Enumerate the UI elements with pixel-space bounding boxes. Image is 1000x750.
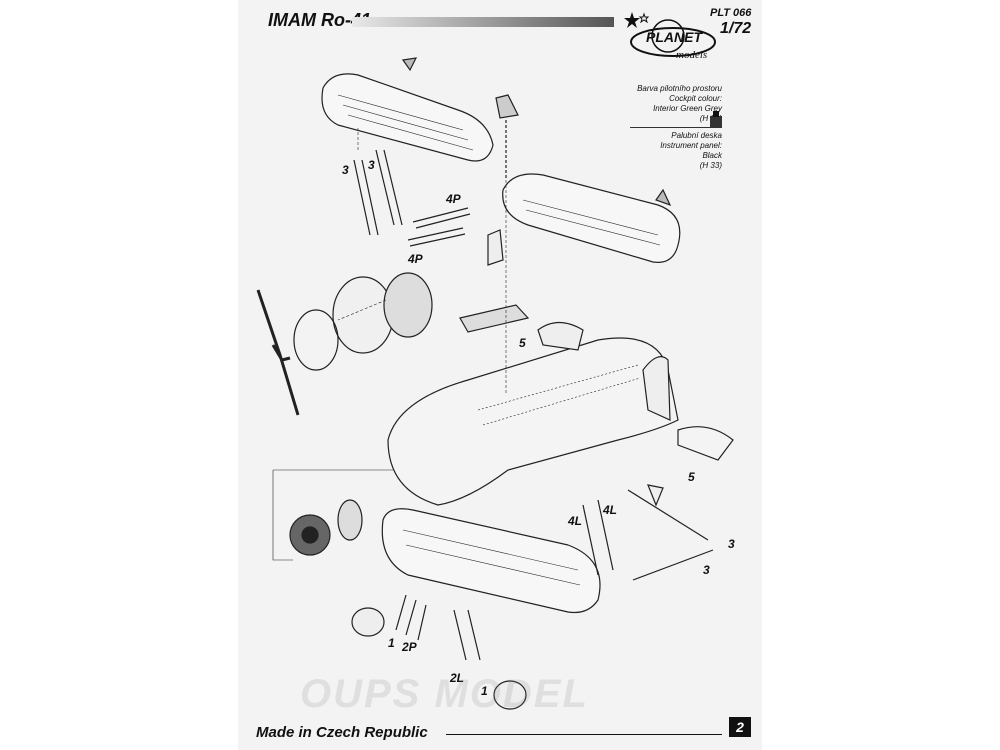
wheel-left <box>351 607 385 637</box>
part-label-3a: 3 <box>342 163 349 177</box>
part-label-3b: 3 <box>368 158 375 172</box>
notes-divider <box>630 127 722 128</box>
propeller <box>256 289 300 416</box>
note-cockpit-cz: Barva pilotního prostoru <box>637 84 722 93</box>
part-label-3c: 3 <box>728 537 735 551</box>
part-label-1b: 1 <box>481 684 488 698</box>
left-tailplane <box>537 321 584 351</box>
strut-4p-b <box>407 227 466 247</box>
lower-wing <box>381 508 601 614</box>
svg-text:PLANET: PLANET <box>646 29 703 45</box>
guide-line-2 <box>272 469 393 561</box>
assembly-drawing <box>256 57 734 710</box>
part-label-4l-a: 4L <box>568 514 583 528</box>
note-cockpit-colour: Interior Green Grey <box>653 104 722 113</box>
model-title: IMAM Ro-41 <box>268 10 371 30</box>
guide-line-3 <box>337 128 507 395</box>
part-label-2l: 2L <box>450 671 465 685</box>
strut-4p-a <box>412 207 471 229</box>
watermark: OUPS MODEL <box>300 672 589 716</box>
footer-made-in: Made in Czech Republic <box>256 724 428 741</box>
part-label-5a: 5 <box>519 336 526 350</box>
upper-left-wing <box>321 73 494 162</box>
note-cockpit-en: Cockpit colour: <box>669 94 722 103</box>
wing-strut-part <box>401 57 418 72</box>
wheel-right <box>493 680 527 710</box>
page-number: 2 <box>729 717 751 737</box>
part-label-4p-a: 4P <box>446 192 461 206</box>
footer-line <box>446 734 722 735</box>
note-panel-cz: Palubní deska <box>671 131 722 140</box>
fuselage <box>387 337 679 506</box>
svg-text:models: models <box>676 49 707 61</box>
right-tailplane <box>677 426 734 461</box>
strut-3b <box>375 149 403 226</box>
note-panel-colour: Black <box>702 151 722 160</box>
part-label-4p-b: 4P <box>408 252 423 266</box>
paint-pot-icon <box>710 111 722 127</box>
cockpit-floor <box>459 304 530 333</box>
seat <box>487 229 504 266</box>
wing-strut-part-2 <box>655 188 672 207</box>
planet-models-logo: PLANET models <box>624 12 716 61</box>
part-label-4l-b: 4L <box>603 503 618 517</box>
kit-code: PLT 066 <box>710 7 752 19</box>
gear-leg <box>453 609 481 661</box>
upper-right-wing <box>502 173 681 263</box>
interplane-struts <box>582 489 714 581</box>
tail-fin <box>642 356 671 421</box>
strut-3a <box>353 159 379 236</box>
gear-struts <box>395 594 427 641</box>
kit-scale: 1/72 <box>720 20 752 37</box>
note-panel-en: Instrument panel: <box>660 141 722 150</box>
engine-cowling <box>293 272 433 371</box>
part-label-2p: 2P <box>402 640 417 654</box>
part-label-1a: 1 <box>388 636 395 650</box>
radial-engine <box>289 499 363 556</box>
title-bar <box>352 17 614 27</box>
part-label-3d: 3 <box>703 563 710 577</box>
cockpit-part <box>495 94 519 119</box>
tailwheel <box>647 484 664 507</box>
part-label-5b: 5 <box>688 470 695 484</box>
note-panel-code: (H 33) <box>699 161 722 170</box>
